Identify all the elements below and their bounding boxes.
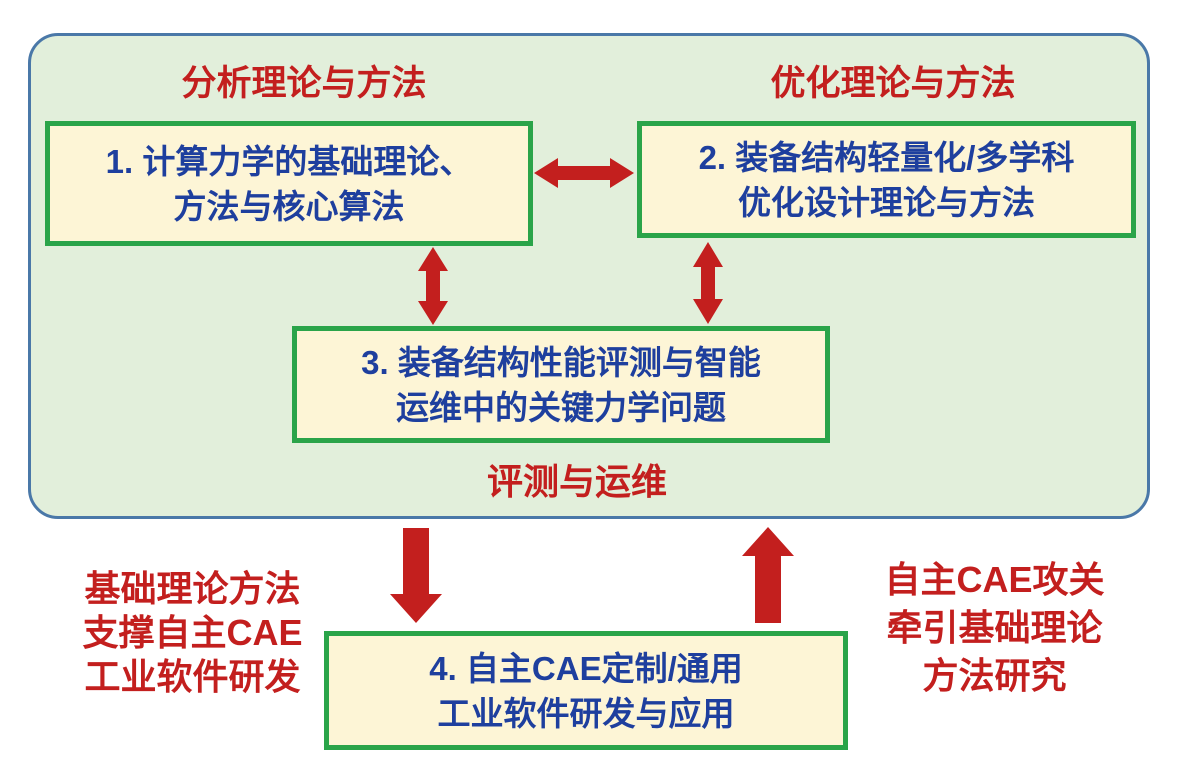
double-arrow-vertical-left-icon xyxy=(415,247,451,325)
label-evaluation-ops: 评测与运维 xyxy=(486,461,667,502)
box1-line1: 1. 计算力学的基础理论、 xyxy=(105,142,473,180)
box1-line2: 方法与核心算法 xyxy=(173,187,405,225)
note-right-line1: 自主CAE攻关 xyxy=(884,559,1105,600)
box-cae-software: 4. 自主CAE定制/通用 工业软件研发与应用 xyxy=(324,631,848,750)
double-arrow-horizontal-icon xyxy=(534,155,634,191)
note-theory-supports-cae: 基础理论方法 支撑自主CAE 工业软件研发 xyxy=(60,567,325,699)
box2-line1: 2. 装备结构轻量化/多学科 xyxy=(698,138,1075,176)
double-arrow-vertical-right-icon xyxy=(690,242,726,324)
research-panel xyxy=(28,33,1150,519)
box2-line2: 优化设计理论与方法 xyxy=(738,183,1035,221)
note-right-line3: 方法研究 xyxy=(922,655,1067,696)
box4-line1: 4. 自主CAE定制/通用 xyxy=(429,649,743,687)
note-left-line2: 支撑自主CAE xyxy=(82,612,303,653)
label-optimization-theory: 优化理论与方法 xyxy=(770,64,1016,103)
box-performance-evaluation: 3. 装备结构性能评测与智能 运维中的关键力学问题 xyxy=(292,326,830,443)
note-right-line2: 牵引基础理论 xyxy=(886,607,1103,648)
note-left-line3: 工业软件研发 xyxy=(84,656,301,697)
box3-line2: 运维中的关键力学问题 xyxy=(396,388,726,426)
box3-line1: 3. 装备结构性能评测与智能 xyxy=(361,343,761,381)
label-analysis-theory: 分析理论与方法 xyxy=(181,64,427,103)
box-computational-mechanics: 1. 计算力学的基础理论、 方法与核心算法 xyxy=(45,121,533,246)
note-cae-drives-theory: 自主CAE攻关 牵引基础理论 方法研究 xyxy=(862,556,1127,700)
note-left-line1: 基础理论方法 xyxy=(84,568,301,609)
thick-down-arrow-icon xyxy=(390,528,442,623)
thick-up-arrow-icon xyxy=(742,527,794,623)
box-lightweight-optimization: 2. 装备结构轻量化/多学科 优化设计理论与方法 xyxy=(637,121,1136,238)
box4-line2: 工业软件研发与应用 xyxy=(437,694,735,732)
